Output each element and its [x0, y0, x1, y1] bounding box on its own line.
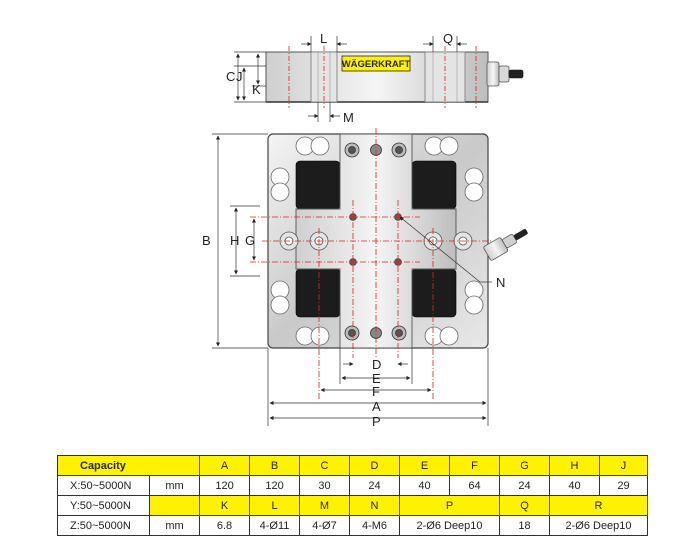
value-A: 120: [199, 475, 251, 496]
value-N: 4-M6: [349, 515, 401, 536]
col-header-P: P: [399, 495, 501, 516]
value-K: 6.8: [199, 515, 251, 536]
col-header-D: D: [349, 455, 401, 476]
value-F: 64: [449, 475, 501, 496]
dim-label-B: B: [202, 233, 211, 248]
col-header-N: N: [349, 495, 401, 516]
dim-label-N: N: [496, 275, 505, 290]
capacity-y: Y:50~5000N: [57, 495, 150, 516]
col-header-F: F: [449, 455, 501, 476]
unit-cell: mm: [148, 515, 201, 536]
technical-drawing: WÄGERKRAFT: [202, 31, 528, 429]
table-row: Z:50~5000N mm 6.8 4-Ø11 4-Ø7 4-M6 2-Ø6 D…: [57, 515, 649, 536]
value-C: 30: [299, 475, 351, 496]
dim-label-A: A: [372, 399, 381, 414]
capacity-z: Z:50~5000N: [57, 515, 150, 536]
value-M: 4-Ø7: [299, 515, 351, 536]
value-J: 29: [599, 475, 649, 496]
dim-label-P: P: [372, 414, 381, 429]
dim-label-C: C: [226, 69, 235, 84]
dim-label-Q: Q: [443, 31, 453, 46]
side-view: WÄGERKRAFT: [226, 31, 524, 125]
capacity-header: Capacity: [56, 455, 201, 476]
value-R: 2-Ø6 Deep10: [549, 515, 649, 536]
col-header-L: L: [249, 495, 301, 516]
top-view-dimensions: [212, 133, 489, 426]
dim-label-F: F: [372, 384, 380, 399]
unit-cell: mm: [148, 475, 201, 496]
dim-label-M: M: [343, 110, 354, 125]
value-B: 120: [249, 475, 301, 496]
col-header-J: J: [599, 455, 649, 476]
col-header-E: E: [399, 455, 451, 476]
value-G: 24: [499, 475, 551, 496]
col-header-Q: Q: [499, 495, 551, 516]
dim-label-G: G: [245, 233, 255, 248]
top-view: [250, 128, 528, 400]
col-header-M: M: [299, 495, 351, 516]
value-P: 2-Ø6 Deep10: [399, 515, 501, 536]
col-header-H: H: [549, 455, 601, 476]
table-row: Capacity A B C D E F G H J: [56, 455, 649, 476]
col-header-R: R: [549, 495, 649, 516]
value-D: 24: [349, 475, 401, 496]
col-header-C: C: [299, 455, 351, 476]
table-row: Y:50~5000N K L M N P Q R: [57, 495, 649, 516]
spec-table: Capacity A B C D E F G H J X:50~5000N mm…: [56, 455, 649, 536]
col-header-K: K: [199, 495, 251, 516]
blank-header-cell: [148, 495, 201, 516]
dim-label-J: J: [236, 69, 243, 84]
col-header-A: A: [199, 455, 251, 476]
value-L: 4-Ø11: [249, 515, 301, 536]
capacity-x: X:50~5000N: [57, 475, 150, 496]
dim-label-K: K: [252, 82, 261, 97]
col-header-G: G: [499, 455, 551, 476]
value-E: 40: [399, 475, 451, 496]
dim-label-E: E: [372, 371, 381, 386]
dim-label-L: L: [320, 31, 327, 46]
brand-logo: WÄGERKRAFT: [342, 59, 411, 70]
table-row: X:50~5000N mm 120 120 30 24 40 64 24 40 …: [57, 475, 649, 496]
dim-label-H: H: [230, 233, 239, 248]
col-header-B: B: [249, 455, 301, 476]
value-Q: 18: [499, 515, 551, 536]
dim-label-D: D: [372, 357, 381, 372]
value-H: 40: [549, 475, 601, 496]
